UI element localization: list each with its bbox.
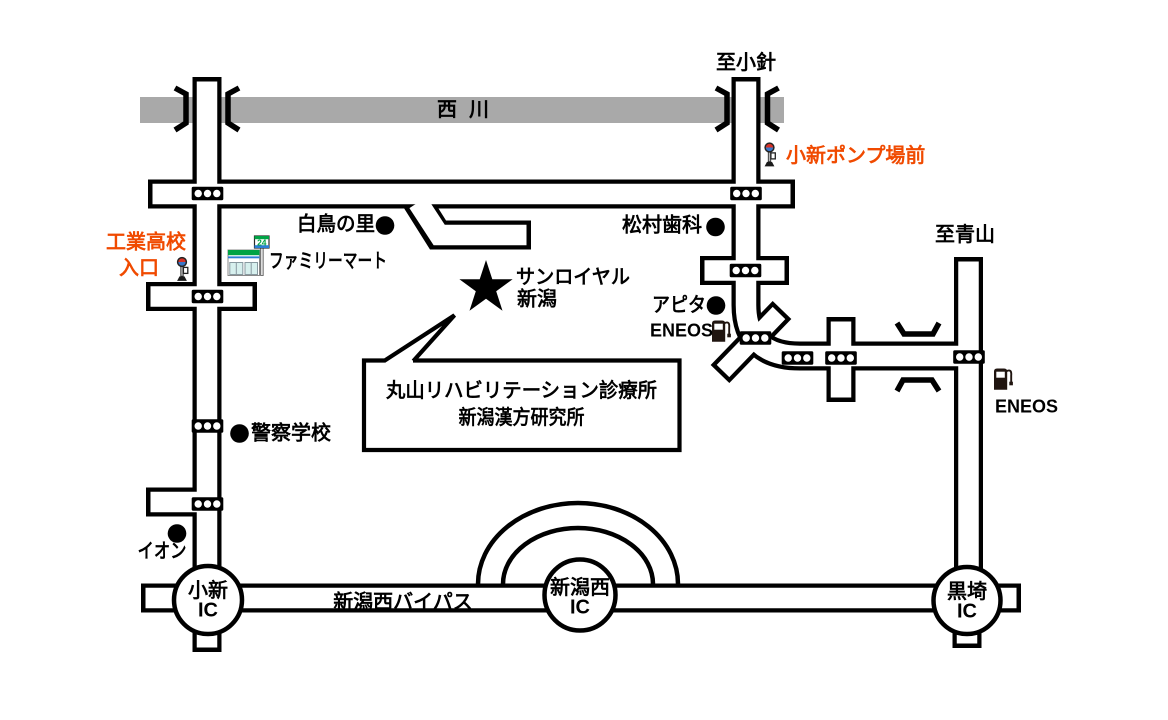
bus-stop-koshin-pump-label: 小新ポンプ場前: [786, 143, 925, 167]
bus-stop-icon: [763, 142, 777, 168]
bus-stop-kogyo-label-line2: 入口: [119, 257, 159, 280]
svg-text:新潟西: 新潟西: [550, 575, 610, 599]
svg-text:黒埼: 黒埼: [947, 579, 987, 603]
ic-ramp-arc-outer: [475, 500, 681, 585]
keisatsu-gakko-dot: [230, 424, 249, 443]
svg-text:IC: IC: [198, 600, 218, 622]
kurosaki-ic-circle: [931, 564, 1003, 637]
koshin-ic-circle: [171, 563, 245, 637]
svg-text:IC: IC: [570, 597, 590, 619]
gas-pump-icon: [711, 319, 732, 343]
traffic-light-icon: [191, 186, 224, 201]
niigata-nishi-ic-label: 新潟西 IC: [550, 575, 610, 619]
niigata-nishi-ic-circle: [542, 557, 618, 633]
traffic-light-icon: [953, 350, 985, 364]
traffic-light-icon: [729, 263, 762, 278]
eneos-east-label: ENEOS: [995, 397, 1058, 417]
traffic-light-icon: [825, 351, 857, 365]
traffic-light-icon: [730, 186, 762, 201]
poi-marker-label-line1: サンロイヤル: [516, 267, 630, 289]
familymart-label: ファミリーマート: [269, 251, 387, 273]
bypass-road-label: 新潟西バイパス: [333, 590, 473, 614]
svg-text:小新: 小新: [188, 578, 228, 602]
ic-ramp-arc-inner: [500, 525, 656, 585]
traffic-light-icon: [191, 289, 224, 304]
eneos-west-label: ENEOS: [650, 321, 713, 341]
direction-north-label: 至小針: [716, 50, 776, 74]
matsumura-dental-label: 松村歯科: [622, 213, 702, 237]
matsumura-dental-dot: [706, 217, 725, 237]
shiratori-no-sato-label: 白鳥の里: [297, 212, 375, 236]
river-nishikawa: [140, 97, 784, 123]
familymart-sign-text: 24: [257, 238, 267, 248]
poi-marker-label-line2: 新潟: [517, 287, 557, 311]
bus-stop-kogyo-label-line1: 工業高校: [106, 230, 187, 254]
familymart-icon: 24: [227, 235, 270, 276]
poi-star-icon: [459, 260, 513, 311]
destination-callout: 丸山リハビリテーション診療所 新潟漢方研究所: [361, 313, 682, 453]
gas-pump-icon: [993, 367, 1014, 391]
ion-label: イオン: [138, 541, 187, 563]
direction-east-label: 至青山: [935, 223, 995, 246]
traffic-light-icon: [191, 497, 224, 511]
overpass-bracket-icon: [897, 380, 939, 391]
keisatsu-gakko-label: 警察学校: [251, 421, 332, 445]
destination-line2: 新潟漢方研究所: [459, 405, 585, 429]
kurosaki-ic-label: 黒埼 IC: [947, 579, 987, 623]
apita-dot: [706, 296, 726, 315]
traffic-light-icon: [191, 419, 224, 433]
shiratori-no-sato-dot: [375, 216, 395, 235]
apita-label: アピタ: [652, 294, 706, 317]
bus-stop-icon: [176, 256, 189, 282]
traffic-light-icon: [781, 351, 814, 365]
overpass-bracket-icon: [897, 323, 939, 334]
traffic-light-icon: [739, 331, 772, 345]
koshin-ic-label: 小新 IC: [188, 578, 228, 622]
destination-line1: 丸山リハビリテーション診療所: [385, 378, 657, 402]
svg-text:IC: IC: [957, 601, 977, 623]
